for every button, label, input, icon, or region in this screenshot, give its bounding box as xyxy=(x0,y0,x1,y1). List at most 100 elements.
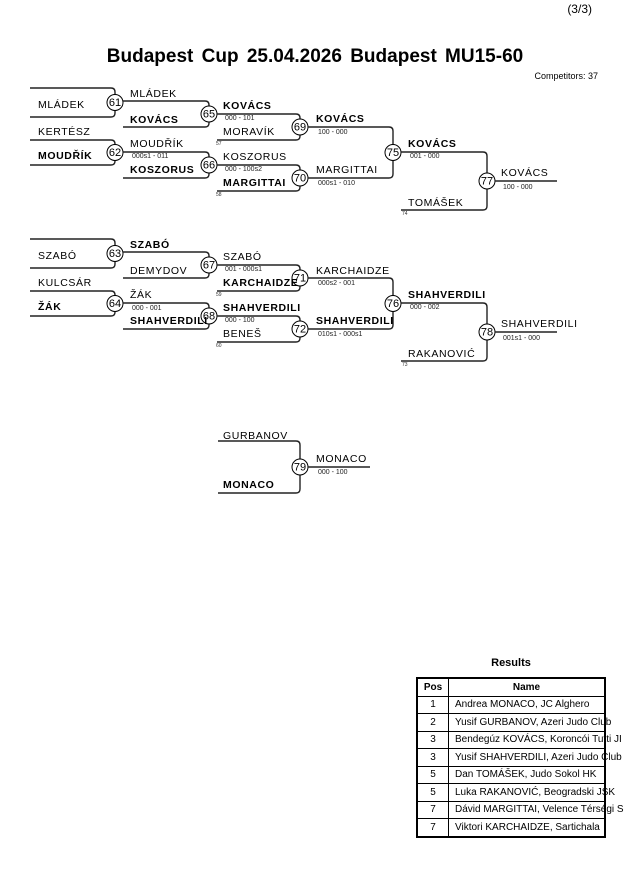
match-score: 000 - 101 xyxy=(225,115,255,122)
result-name: Luka RAKANOVIĆ, Beogradski JSK xyxy=(448,783,615,802)
competitor-name: KERTÉSZ xyxy=(38,126,91,138)
competitor-name: SHAHVERDILI xyxy=(501,318,578,330)
competitor-name: ŽÁK xyxy=(38,301,62,313)
result-position: 5 xyxy=(416,765,449,784)
competitor-name: MONACO xyxy=(316,453,367,465)
competitor-name: MOUDŘÍK xyxy=(38,150,93,162)
competitor-name: SZABÓ xyxy=(38,250,77,262)
result-name: Bendegúz KOVÁCS, Koroncói Tutti JI xyxy=(448,730,622,749)
competitor-name: KOVÁCS xyxy=(316,113,365,125)
match-score: 100 - 000 xyxy=(503,184,533,191)
competitor-name: KOSZORUS xyxy=(130,164,195,176)
match-score: 001 - 000s1 xyxy=(225,266,262,273)
match-number: 61 xyxy=(109,97,121,109)
competitor-name: GURBANOV xyxy=(223,430,288,442)
match-score: 001 - 000 xyxy=(410,153,440,160)
competitor-name: DEMYDOV xyxy=(130,265,188,277)
result-name: Yusif GURBANOV, Azeri Judo Club xyxy=(448,713,611,732)
match-score: 000 - 002 xyxy=(410,304,440,311)
result-name: Viktori KARCHAIDZE, Sartichala xyxy=(448,818,606,837)
match-number: 72 xyxy=(294,324,306,336)
result-position: 1 xyxy=(416,695,449,714)
result-position: 3 xyxy=(416,748,449,767)
competitor-name: SHAHVERDILI xyxy=(223,302,301,314)
match-score: 001s1 - 000 xyxy=(503,335,540,342)
result-position: 7 xyxy=(416,818,449,837)
competitor-name: SHAHVERDILI xyxy=(408,289,486,301)
page-number: (3/3) xyxy=(567,2,592,16)
competitor-name: BENEŠ xyxy=(223,328,262,340)
competitor-name: MARGITTAI xyxy=(316,164,378,176)
source-match-ref: 74 xyxy=(402,211,408,217)
competitor-name: SHAHVERDILI xyxy=(316,315,394,327)
competitor-name: KOVÁCS xyxy=(408,138,457,150)
bracket-connector xyxy=(217,264,301,292)
competitor-name: SHAHVERDILI xyxy=(130,315,208,327)
source-match-ref: 73 xyxy=(402,362,408,368)
competitor-name: KOVÁCS xyxy=(501,167,549,179)
result-position: 3 xyxy=(416,730,449,749)
source-match-ref: 60 xyxy=(216,343,222,349)
bracket-connector xyxy=(217,113,301,141)
match-number: 71 xyxy=(294,273,306,285)
match-score: 000 - 100 xyxy=(225,317,255,324)
match-score: 000 - 100s2 xyxy=(225,166,262,173)
competitor-name: MONACO xyxy=(223,479,275,491)
bracket-connector xyxy=(30,290,116,317)
bracket-connector xyxy=(123,151,210,179)
competitor-name: KARCHAIDZE xyxy=(316,265,390,277)
bracket-connector xyxy=(308,126,394,179)
result-position: 2 xyxy=(416,713,449,732)
competitor-name: KULCSÁR xyxy=(38,277,92,289)
match-circle xyxy=(106,245,124,262)
competitor-name: KOVÁCS xyxy=(130,114,179,126)
match-circle xyxy=(106,94,124,111)
match-score: 010s1 - 000s1 xyxy=(318,331,363,338)
result-position: 5 xyxy=(416,783,449,802)
results-header-row: Pos Name xyxy=(416,677,606,697)
result-name: Andrea MONACO, JC Alghero xyxy=(448,695,606,714)
result-name: Dávid MARGITTAI, Velence Térségi S xyxy=(448,800,624,819)
bracket-connector xyxy=(123,100,210,128)
bracket-connector xyxy=(217,164,301,192)
match-score: 100 - 000 xyxy=(318,129,348,136)
competitor-name: MOUDŘÍK xyxy=(130,138,184,150)
competitor-name: TOMÁŠEK xyxy=(408,197,464,209)
bracket-connector xyxy=(123,302,210,330)
result-name: Yusif SHAHVERDILI, Azeri Judo Club xyxy=(448,748,622,767)
competitor-name: MORAVÍK xyxy=(223,126,275,138)
bracket-connector xyxy=(218,440,301,494)
competitors-count: Competitors: 37 xyxy=(534,71,598,81)
match-score: 000s2 - 001 xyxy=(318,280,355,287)
competitor-name: SZABÓ xyxy=(130,239,170,251)
match-number: 64 xyxy=(109,298,121,310)
bracket-connector xyxy=(30,238,116,269)
match-number: 65 xyxy=(203,109,215,121)
competitor-name: ŽÁK xyxy=(130,289,153,301)
match-number: 75 xyxy=(387,147,399,159)
match-number: 79 xyxy=(294,462,306,474)
bracket-connector xyxy=(401,151,488,211)
competitor-name: MARGITTAI xyxy=(223,177,286,189)
match-score: 000 - 001 xyxy=(132,305,162,312)
bracket-connector xyxy=(30,87,116,118)
match-score: 000s1 - 011 xyxy=(132,153,169,160)
match-number: 78 xyxy=(481,327,493,339)
match-score: 000 - 100 xyxy=(318,469,348,476)
match-number: 68 xyxy=(203,311,215,323)
page-title: Budapest Cup 25.04.2026 Budapest MU15-60 xyxy=(106,46,524,67)
bracket-connector xyxy=(401,302,488,362)
bracket-connector xyxy=(123,251,210,279)
result-name: Dan TOMÁŠEK, Judo Sokol HK xyxy=(448,765,606,784)
match-score: 000s1 - 010 xyxy=(318,180,355,187)
match-number: 62 xyxy=(109,147,121,159)
